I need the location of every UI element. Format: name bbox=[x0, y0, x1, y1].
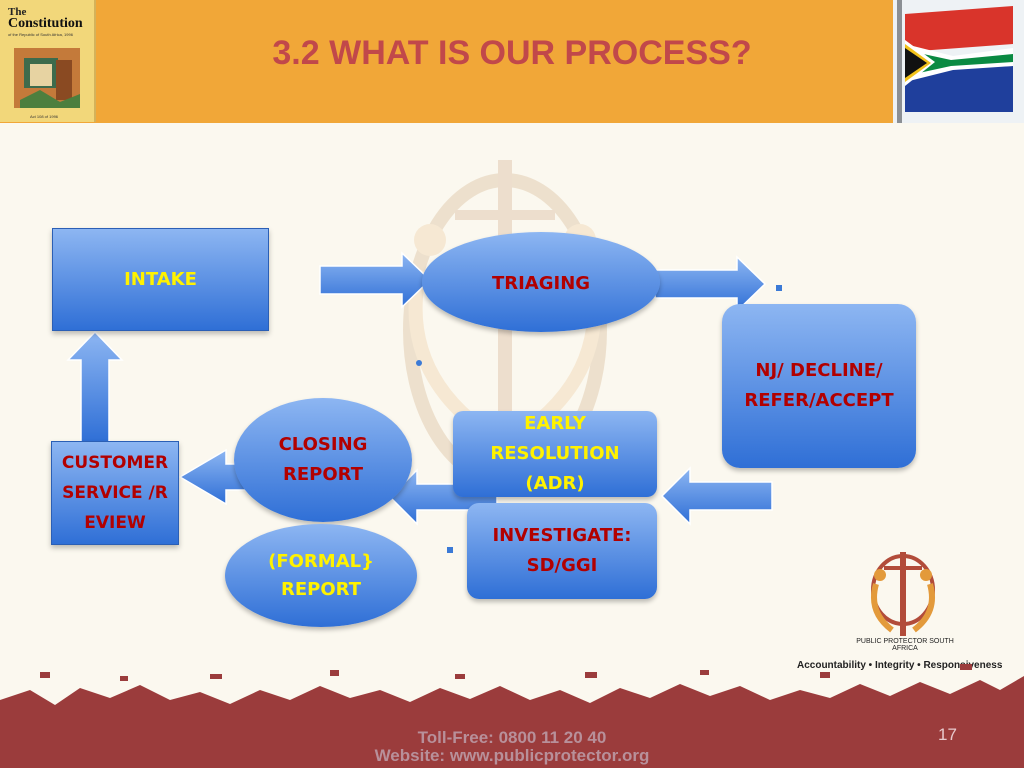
node-triaging: TRIAGING bbox=[422, 232, 660, 332]
flag-icon bbox=[897, 0, 1013, 123]
dot-marker bbox=[447, 547, 453, 553]
node-intake: INTAKE bbox=[52, 228, 269, 331]
node-early-resolution-label: EARLY RESOLUTION (ADR) bbox=[490, 413, 620, 494]
south-africa-flag bbox=[893, 0, 1024, 123]
page-number: 17 bbox=[938, 725, 957, 744]
node-closing-report: CLOSING REPORT bbox=[234, 398, 412, 522]
node-nj-decline-refer-accept: NJ/ DECLINE/ REFER/ACCEPT bbox=[722, 304, 916, 468]
node-early-resolution: EARLY RESOLUTION (ADR) bbox=[453, 411, 657, 497]
node-nj-decline-label: NJ/ DECLINE/ REFER/ACCEPT bbox=[744, 360, 894, 411]
node-customer-service-label: CUSTOMER SERVICE /REVIEW bbox=[61, 453, 169, 533]
node-intake-label: INTAKE bbox=[124, 269, 197, 290]
node-investigate-label: INVESTIGATE: SD/GGI bbox=[492, 525, 632, 576]
arrow-customer-service-to-intake bbox=[66, 330, 124, 443]
node-investigate: INVESTIGATE: SD/GGI bbox=[467, 503, 657, 599]
node-formal-report: (FORMAL} REPORT bbox=[225, 524, 417, 627]
footer-website: Website: www.publicprotector.org bbox=[374, 746, 650, 765]
dot-marker bbox=[776, 285, 782, 291]
logo-caption: PUBLIC PROTECTOR SOUTH AFRICA bbox=[856, 638, 954, 652]
node-formal-report-label: (FORMAL} REPORT bbox=[268, 550, 374, 600]
arrow-intake-to-triaging bbox=[319, 251, 432, 309]
constitution-book-image: The Constitution of the Republic of Sout… bbox=[0, 0, 96, 122]
slide-title: 3.2 WHAT IS OUR PROCESS? bbox=[272, 34, 752, 72]
arrow-triaging-to-decision bbox=[654, 255, 767, 313]
book-act-number: Act 108 of 1996 bbox=[30, 114, 59, 119]
book-subtitle: of the Republic of South Africa, 1996 bbox=[8, 32, 73, 37]
node-closing-report-label: CLOSING REPORT bbox=[278, 434, 368, 485]
dot-marker bbox=[416, 360, 422, 366]
footer-toll-free: Toll-Free: 0800 11 20 40 bbox=[417, 728, 607, 747]
book-title-line1: The bbox=[8, 6, 27, 18]
node-triaging-label: TRIAGING bbox=[491, 273, 591, 294]
node-customer-service: CUSTOMER SERVICE /REVIEW bbox=[51, 441, 179, 545]
arrow-decision-to-investigate bbox=[660, 466, 773, 526]
logo-tagline: Accountability • Integrity • Responsiven… bbox=[797, 660, 1003, 671]
book-title-line2: Constitution bbox=[8, 16, 83, 31]
header-bar bbox=[0, 0, 1024, 123]
book-cover-illustration bbox=[14, 48, 80, 108]
